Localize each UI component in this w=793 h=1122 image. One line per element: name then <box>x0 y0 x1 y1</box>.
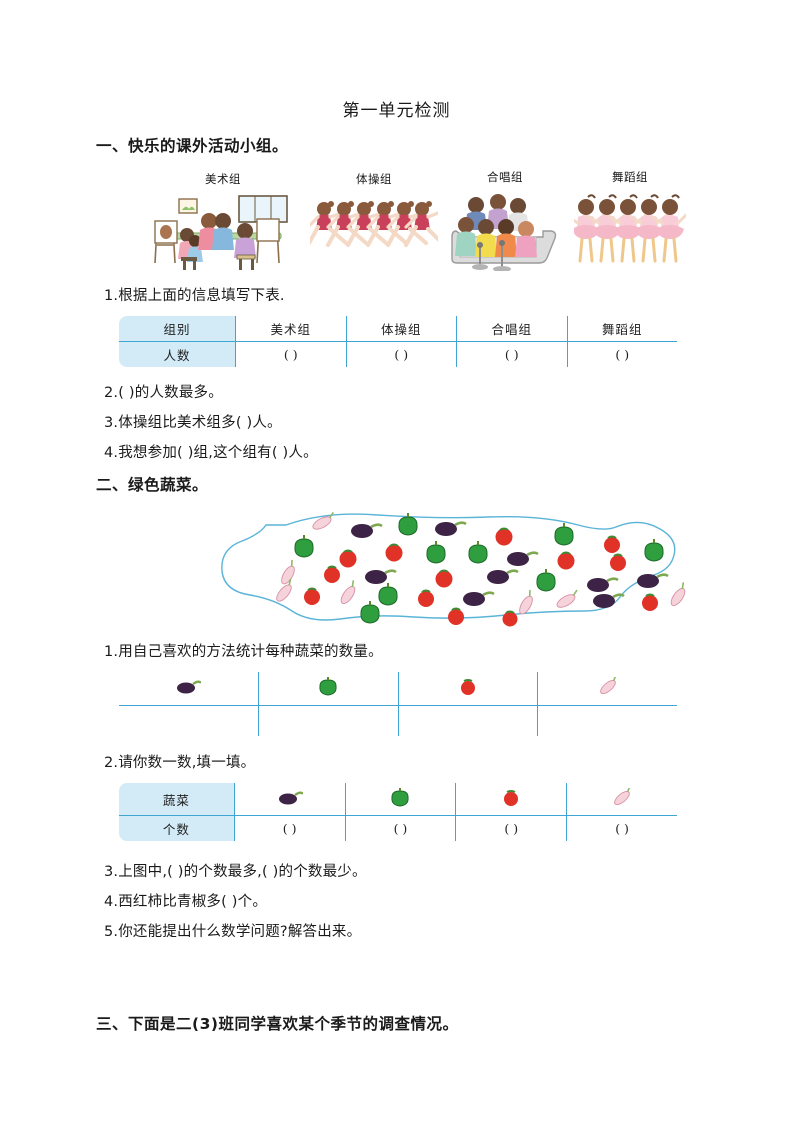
radish-icon <box>537 672 677 706</box>
table-answer-dance[interactable]: ( ) <box>615 347 630 362</box>
section-2-heading: 二、绿色蔬菜。 <box>96 476 209 494</box>
section-3-heading: 三、下面是二(3)班同学喜欢某个季节的调查情况。 <box>96 1015 459 1033</box>
dance-group-illustration <box>566 189 688 275</box>
group-label-gymnastics: 体操组 <box>356 172 392 186</box>
tally-answer-green-pepper[interactable] <box>258 705 399 736</box>
table-answer-art[interactable]: ( ) <box>235 341 347 367</box>
green-pepper-icon <box>258 672 399 706</box>
count-answer-green-pepper[interactable]: ( ) <box>345 815 457 841</box>
green-pepper-icon <box>345 783 457 816</box>
table-row: 人数 ( ) ( ) ( ) ( ) <box>119 341 677 367</box>
vegetable-field-illustration <box>96 501 697 631</box>
eggplant-icon <box>234 783 346 816</box>
table-row-label-count: 个数 <box>119 815 235 841</box>
section-1-heading: 一、快乐的课外活动小组。 <box>96 137 289 155</box>
tomato-icon <box>455 783 568 816</box>
group-label-dance: 舞蹈组 <box>612 170 648 184</box>
table-header-chorus: 合唱组 <box>456 316 568 342</box>
table-answer-chorus[interactable]: ( ) <box>456 341 568 367</box>
section-2-question-5: 5.你还能提出什么数学问题?解答出来。 <box>104 924 362 940</box>
table-row-label-vegetable: 蔬菜 <box>119 783 235 816</box>
table-row: 组别 美术组 体操组 合唱组 舞蹈组 <box>119 316 677 342</box>
section-2-question-1: 1.用自己喜欢的方法统计每种蔬菜的数量。 <box>104 644 383 660</box>
vegetable-tally-table <box>118 671 678 737</box>
group-block-art: 美术组 <box>138 171 308 275</box>
count-answer-tomato[interactable]: ( ) <box>455 815 568 841</box>
activity-groups-illustration: 美术组 <box>96 165 697 275</box>
tally-answer-eggplant[interactable] <box>119 705 259 736</box>
gymnastics-group-illustration <box>306 191 442 275</box>
tally-answer-radish[interactable] <box>538 706 677 737</box>
count-answer-eggplant[interactable]: ( ) <box>234 815 346 841</box>
section-2-question-3: 3.上图中,( )的个数最多,( )的个数最少。 <box>104 864 367 880</box>
tomato-icon <box>398 672 539 706</box>
count-answer-radish[interactable]: ( ) <box>615 821 629 836</box>
chorus-group-illustration <box>450 189 560 275</box>
table-row-label-count: 人数 <box>119 341 236 367</box>
section-spacer <box>96 941 697 999</box>
section-1-question-1: 1.根据上面的信息填写下表. <box>104 288 285 304</box>
vegetable-count-table: 蔬菜 <box>118 782 678 842</box>
table-answer-gymnastics[interactable]: ( ) <box>346 341 457 367</box>
table-header-gymnastics: 体操组 <box>346 316 457 342</box>
table-row <box>119 672 677 706</box>
section-1-question-4: 4.我想参加( )组,这个组有( )人。 <box>104 445 318 461</box>
group-block-dance: 舞蹈组 <box>566 169 690 275</box>
radish-icon <box>566 783 677 816</box>
section-2-question-4: 4.西红柿比青椒多( )个。 <box>104 894 268 910</box>
group-label-chorus: 合唱组 <box>487 170 523 184</box>
table-header-dance: 舞蹈组 <box>567 316 677 342</box>
table-row: 蔬菜 <box>119 783 677 816</box>
table-header-art: 美术组 <box>235 316 347 342</box>
tally-answer-tomato[interactable] <box>398 705 539 736</box>
group-label-art: 美术组 <box>205 172 241 186</box>
section-1-question-3: 3.体操组比美术组多( )人。 <box>104 415 282 431</box>
table-row <box>119 705 677 737</box>
group-block-gymnastics: 体操组 <box>306 171 442 275</box>
group-block-chorus: 合唱组 <box>440 169 570 275</box>
table-row-label-group: 组别 <box>119 316 236 342</box>
activity-group-table: 组别 美术组 体操组 合唱组 舞蹈组 人数 ( ) ( ) ( ) ( ) <box>118 315 678 368</box>
art-group-illustration <box>143 191 303 275</box>
section-2-question-2: 2.请你数一数,填一填。 <box>104 755 256 771</box>
eggplant-icon <box>119 672 259 706</box>
section-1-question-2: 2.( )的人数最多。 <box>104 385 223 401</box>
table-row: 个数 ( ) ( ) ( ) ( ) <box>119 815 677 841</box>
page-title: 第一单元检测 <box>342 101 451 121</box>
